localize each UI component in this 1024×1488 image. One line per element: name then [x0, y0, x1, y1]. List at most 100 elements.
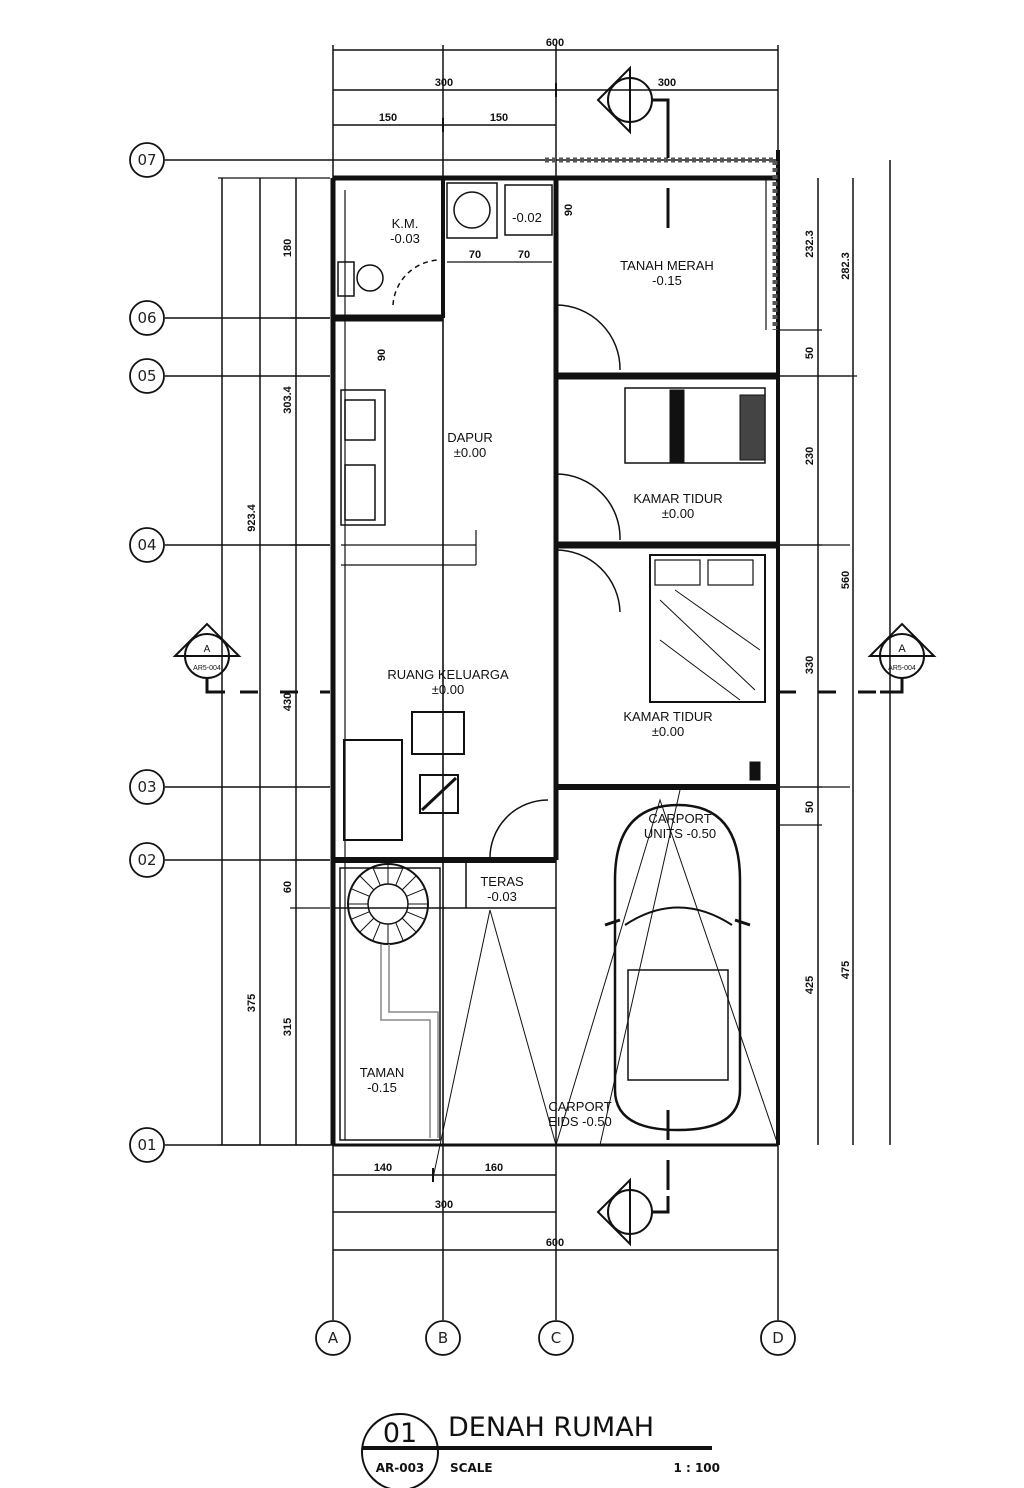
door-swing — [489, 799, 549, 861]
room-tanah-merah-name: TANAH MERAH — [620, 258, 714, 273]
grid-bubble-07: 07 — [129, 142, 165, 178]
grid-bubble-label: D — [772, 1329, 784, 1347]
plan-linework — [165, 45, 891, 1320]
room-carport-top-level: UNITS -0.50 — [644, 826, 716, 841]
dim-top-left: 300 — [435, 77, 453, 89]
grid-bubble-circle — [129, 769, 165, 805]
room-kamar2-level: ±0.00 — [652, 724, 684, 739]
section-letter-right: A — [898, 643, 906, 655]
laundry-level: -0.02 — [512, 210, 542, 225]
grid-bubble-label: 03 — [137, 778, 156, 796]
stair-tread — [406, 911, 426, 920]
chair-icon — [411, 711, 465, 755]
car-icon — [613, 803, 742, 1132]
grid-bubble-label: 06 — [137, 309, 156, 327]
grid-bubble-circle — [760, 1320, 796, 1356]
table-diag — [420, 776, 458, 812]
toilet-tank — [337, 261, 355, 297]
dim-int-w1: 70 — [469, 249, 481, 261]
room-kamar2-name: KAMAR TIDUR — [623, 709, 712, 724]
dim-right-r2: 282.3 — [840, 252, 852, 280]
sofa-icon — [343, 739, 403, 841]
section-letter-left: A — [204, 644, 211, 655]
room-carport-level: EIDS -0.50 — [548, 1114, 612, 1129]
dim-left-teras: 60 — [282, 881, 294, 893]
car-mirrors — [604, 918, 751, 927]
dim-top-right: 300 — [658, 77, 676, 89]
room-kamar1-level: ±0.00 — [662, 506, 694, 521]
dim-top-total: 600 — [546, 37, 564, 49]
room-teras-level: -0.03 — [487, 889, 517, 904]
dim-top-q1: 150 — [379, 112, 397, 124]
grid-bubble-B: B — [425, 1320, 461, 1356]
room-carport-top-name: CARPORT — [648, 811, 711, 826]
garden-path — [380, 944, 439, 1138]
double-bed-icon — [649, 554, 766, 703]
dim-right-r7: 50 — [804, 801, 816, 813]
dim-right-r8: 425 — [804, 976, 816, 994]
dim-left-km: 180 — [282, 239, 294, 257]
room-teras-name: TERAS — [480, 874, 524, 889]
title-block: 01 AR-003 DENAH RUMAH SCALE 1 : 100 — [361, 1412, 720, 1488]
dim-left-taman: 315 — [282, 1018, 294, 1036]
washing-machine-drum — [453, 191, 491, 229]
room-km-name: K.M. — [392, 216, 419, 231]
spiral-stair-core — [367, 883, 409, 925]
grid-bubble-05: 05 — [129, 358, 165, 394]
section-ref-right: AR5-004 — [888, 665, 916, 672]
table-icon — [419, 774, 459, 814]
section-marker-left: A AR5-004 — [172, 622, 242, 694]
grid-bubble-label: A — [328, 1329, 339, 1347]
pillow-icon — [654, 559, 701, 586]
pillow-icon — [739, 394, 766, 461]
drawing-title: DENAH RUMAH — [448, 1412, 654, 1443]
dim-left-mid: 430 — [282, 693, 294, 711]
grid-bubble-04: 04 — [129, 527, 165, 563]
grid-bubble-circle — [129, 358, 165, 394]
stair-tread — [359, 917, 375, 933]
stair-tread — [406, 888, 426, 897]
grid-bubble-label: 07 — [137, 151, 156, 169]
stair-tread — [372, 866, 381, 886]
room-dapur-level: ±0.00 — [454, 445, 486, 460]
socket-icon — [749, 761, 761, 781]
taman-border — [339, 867, 441, 1141]
sink-icon — [344, 399, 376, 441]
grid-bubble-06: 06 — [129, 300, 165, 336]
grid-bubble-circle — [538, 1320, 574, 1356]
room-kamar1-name: KAMAR TIDUR — [633, 491, 722, 506]
grid-bubble-label: 02 — [137, 851, 156, 869]
grid-bubble-A: A — [315, 1320, 351, 1356]
stair-tread — [401, 917, 417, 933]
pillow-icon — [707, 559, 754, 586]
room-taman-name: TAMAN — [360, 1065, 405, 1080]
grid-bubble-label: 05 — [137, 367, 156, 385]
dim-right-r9: 475 — [840, 961, 852, 979]
room-km-level: -0.03 — [390, 231, 420, 246]
dim-bottom-d2: 160 — [485, 1162, 503, 1174]
grid-bubble-D: D — [760, 1320, 796, 1356]
dim-right-r4: 230 — [804, 447, 816, 465]
drawing-number: 01 — [383, 1418, 417, 1449]
stair-tread — [350, 911, 370, 920]
grid-bubble-03: 03 — [129, 769, 165, 805]
dim-left-total: 923.4 — [246, 503, 258, 531]
grid-bubble-circle — [129, 842, 165, 878]
scale-value: 1 : 100 — [673, 1461, 720, 1475]
dim-right-r5: 560 — [840, 571, 852, 589]
room-ruang-keluarga-level: ±0.00 — [432, 682, 464, 697]
grid-bubble-label: B — [438, 1329, 448, 1347]
car-roof — [627, 969, 729, 1081]
grid-bubble-label: 04 — [137, 536, 156, 554]
room-labels: K.M. -0.03 -0.02 TANAH MERAH -0.15 DAPUR… — [360, 210, 723, 1129]
dim-right-r3: 50 — [804, 347, 816, 359]
section-marker-right: A AR5-004 — [867, 622, 937, 694]
dim-bottom-d1: 140 — [374, 1162, 392, 1174]
stair-tread — [350, 888, 370, 897]
stove-icon — [344, 464, 376, 521]
stair-tread — [372, 922, 381, 942]
dim-int-h2: 90 — [376, 349, 388, 361]
kitchen-counter — [340, 389, 386, 526]
dim-left-upper: 303.4 — [282, 385, 294, 413]
